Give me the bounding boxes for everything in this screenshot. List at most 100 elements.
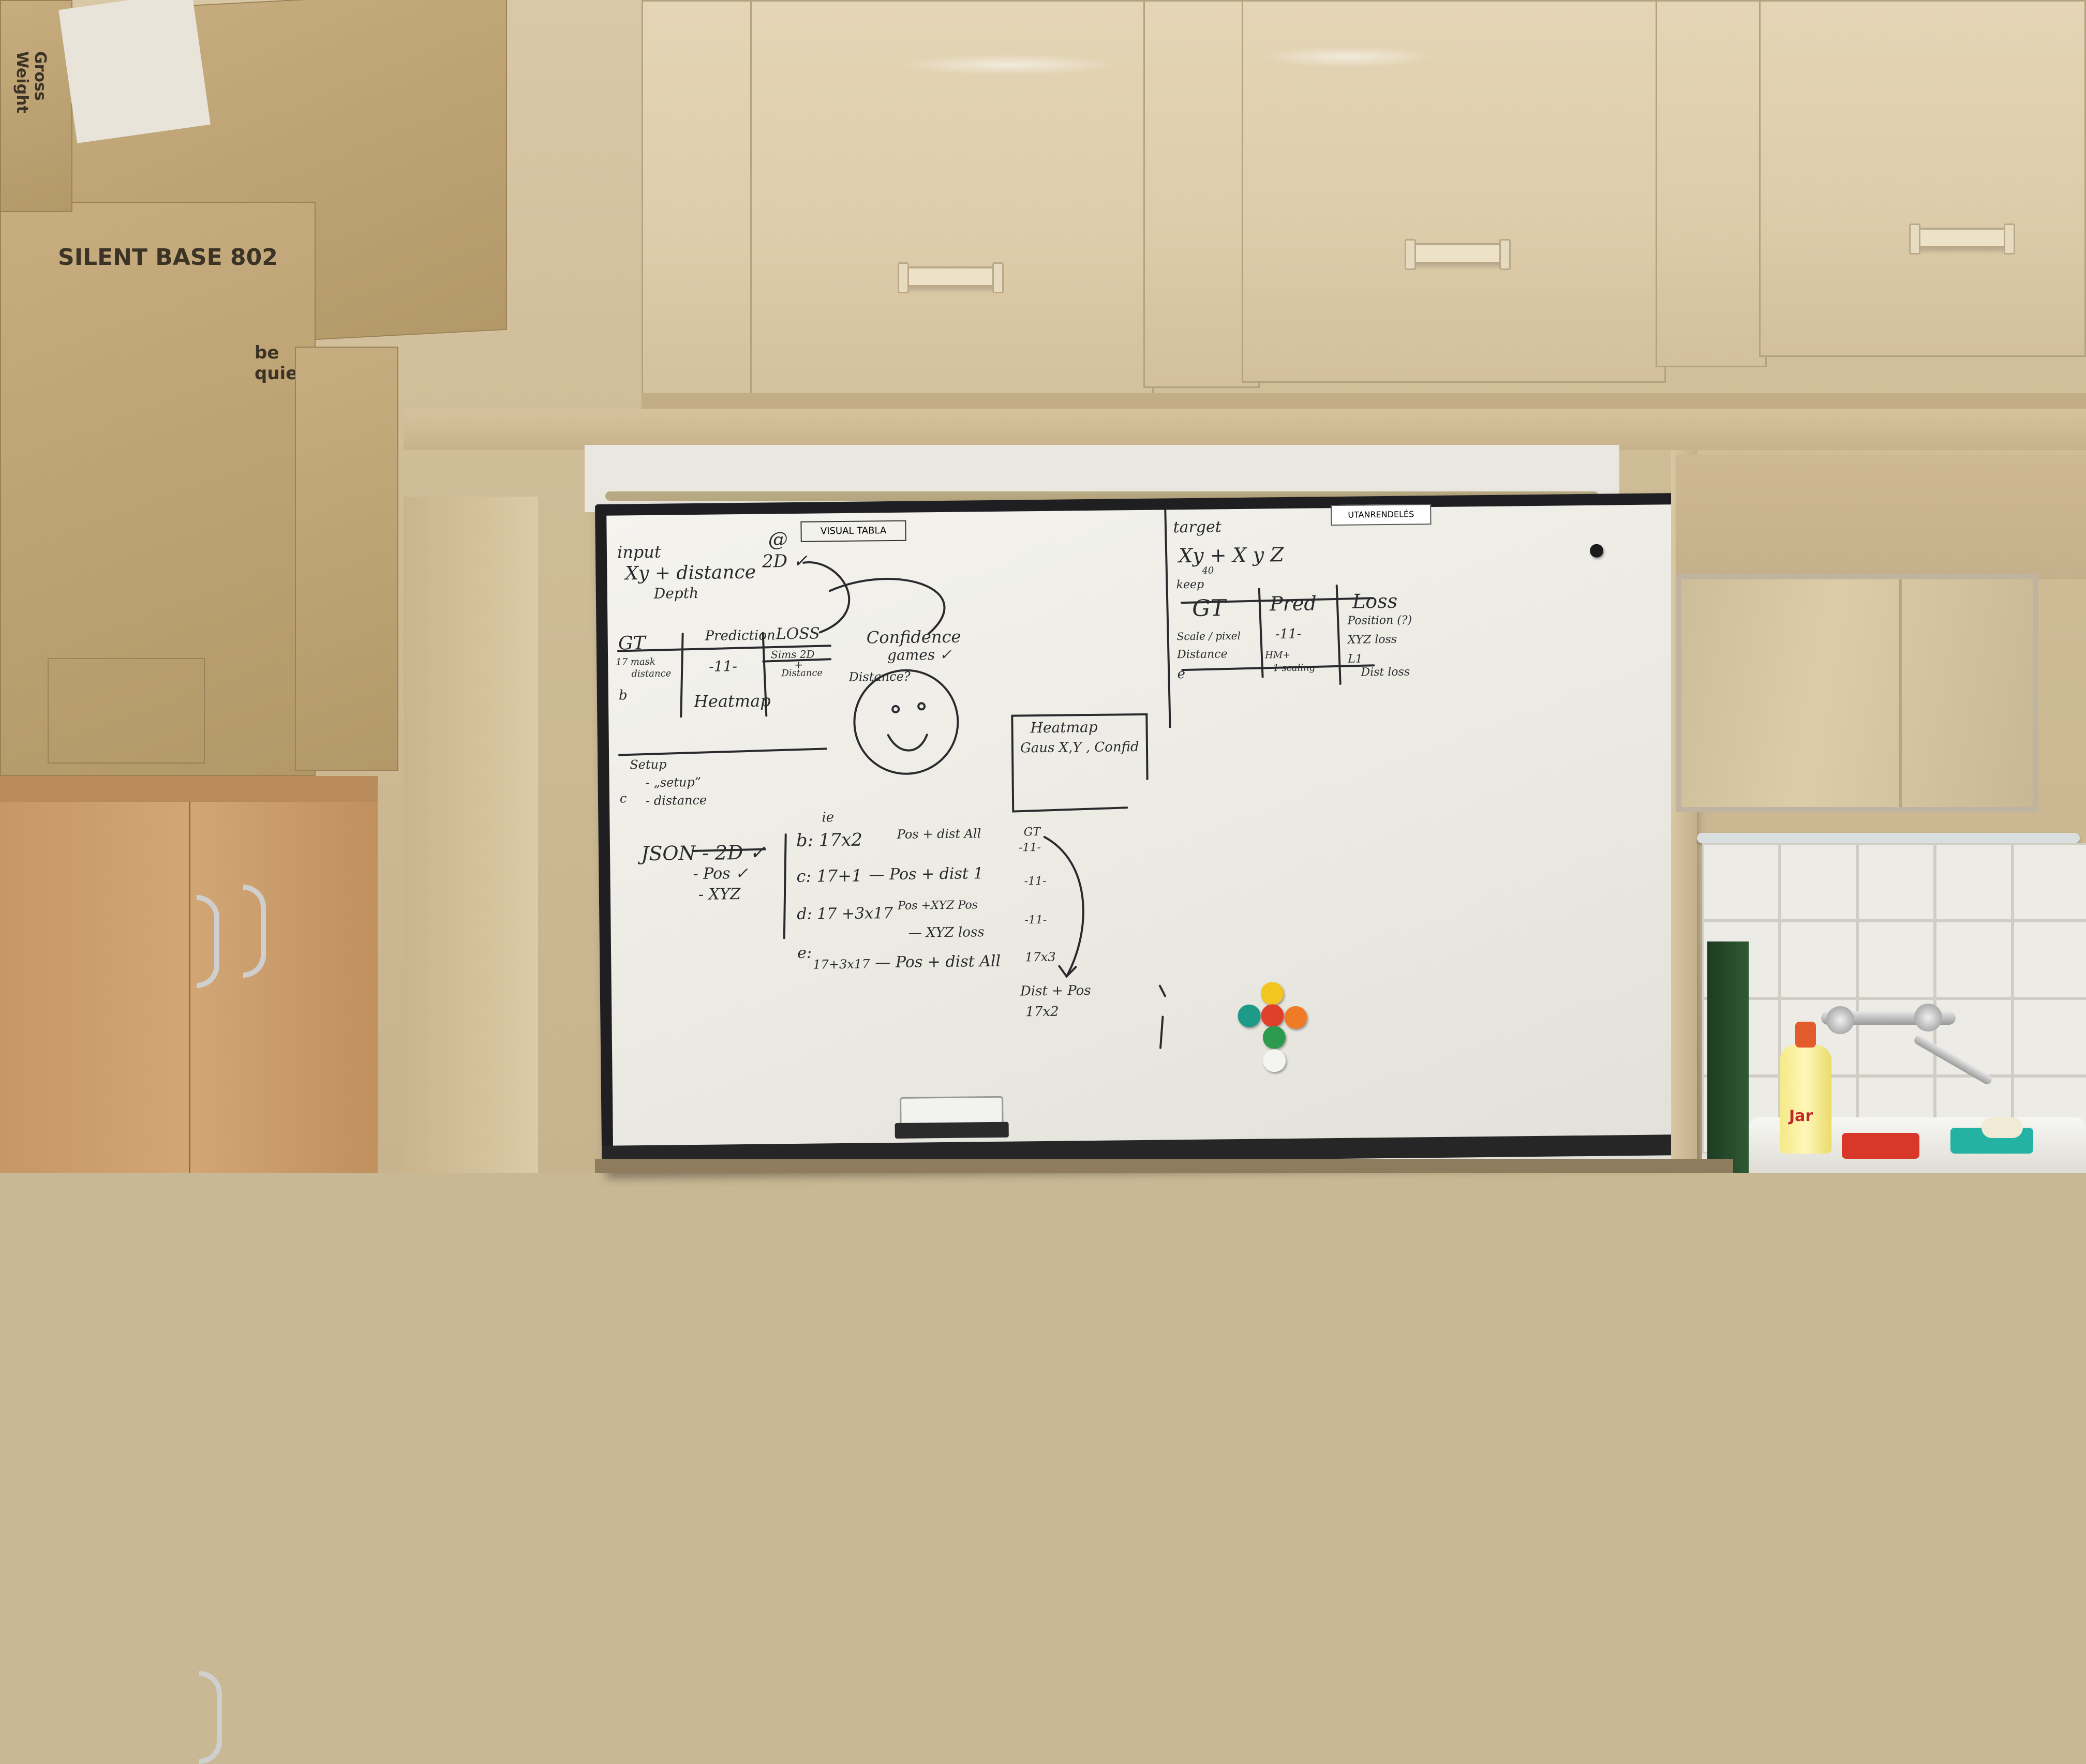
sponge-red	[1842, 1133, 1919, 1159]
t1-cell-sims: Sims 2D	[770, 648, 815, 661]
tile	[2013, 843, 2086, 921]
note-xyz-sub: 40	[1202, 565, 1214, 576]
note-target: target	[1173, 518, 1222, 537]
t2-header-gt: GT	[1191, 595, 1226, 622]
row-e-desc: — Pos + dist All	[875, 952, 1001, 972]
white-box	[58, 0, 211, 143]
t1-heatmap: Heatmap	[693, 691, 771, 712]
gt-row-5: Dist + Pos	[1020, 983, 1091, 999]
magnet-black[interactable]	[1589, 544, 1604, 558]
row-e: e:	[797, 944, 812, 962]
bottle-label: Jar	[1789, 1107, 1813, 1125]
t1-cell-distance: Distance	[781, 667, 823, 679]
cardboard-box	[295, 347, 398, 771]
note-setup-distance: - distance	[645, 793, 707, 809]
cabinet-door	[1656, 0, 1767, 367]
t2-row2-gt: Distance	[1176, 648, 1228, 662]
cabinet-handle[interactable]	[243, 885, 266, 978]
note-games: games ✓	[887, 646, 952, 664]
tile	[1935, 921, 2013, 998]
box-label: Gross Weight	[13, 51, 49, 113]
t2-row2-distloss: Dist loss	[1361, 665, 1410, 679]
note-ie: ie	[822, 810, 835, 826]
magnet-white[interactable]	[1263, 1049, 1286, 1072]
mirror-reflection-edge	[1899, 579, 1902, 807]
tile	[1935, 843, 2013, 921]
note-confidence: Confidence	[866, 626, 961, 648]
t2-header-loss: Loss	[1352, 589, 1398, 613]
heatmap-box-gaus: Gaus X,Y , Confid	[1020, 739, 1139, 756]
ink-strokes	[617, 504, 1375, 1049]
note-json: JSON - 2D ✓	[640, 841, 766, 865]
gt-label: GT	[1023, 826, 1041, 839]
tile	[1702, 843, 1780, 921]
tile	[1935, 998, 2013, 1076]
t2-row2-scaling: 1 scaling	[1273, 662, 1316, 674]
magnet-teal[interactable]	[1238, 1004, 1261, 1028]
shelf-ledge	[404, 409, 2086, 450]
tile	[2013, 998, 2086, 1076]
cabinet-door	[1143, 0, 1260, 388]
t2-e: e	[1177, 666, 1186, 682]
cabinet-handle[interactable]	[199, 1671, 222, 1764]
tile	[1780, 843, 1857, 921]
gt-row-2: -11-	[1024, 874, 1047, 888]
floor-edge	[595, 1159, 1733, 1173]
t2-row1-loss2: XYZ loss	[1347, 633, 1397, 647]
green-towel	[1707, 941, 1749, 1173]
note-xyz: Xy + X y Z	[1178, 543, 1284, 567]
eraser-base	[895, 1122, 1009, 1139]
soap-bar	[1981, 1117, 2023, 1138]
magnet-red[interactable]	[1261, 1004, 1284, 1027]
t2-row1-pred: -11-	[1275, 626, 1302, 642]
magnet-orange[interactable]	[1284, 1006, 1307, 1029]
t1-row-mask: 17 mask	[616, 656, 655, 668]
t1-header-prediction: Prediction	[705, 627, 776, 644]
t1-cell-same: -11-	[709, 657, 738, 675]
row-d: d: 17 +3x17	[797, 904, 893, 923]
row-b-desc: Pos + dist All	[897, 826, 981, 842]
faucet-handle-left[interactable]	[1826, 1006, 1854, 1034]
t2-header-pred: Pred	[1269, 592, 1317, 616]
whiteboard: VISUAL TABLA UTANRENDELÉS input Xy + dis…	[595, 492, 1696, 1173]
cardboard-box: SILENT BASE 802 be quiet!	[0, 202, 316, 776]
t2-row1-loss: Position (?)	[1347, 614, 1412, 627]
cabinet-handle	[1909, 223, 2015, 255]
recess-top	[1676, 455, 2086, 579]
t1-header-gt: GT	[618, 632, 646, 654]
tile	[1857, 843, 1935, 921]
wall-pillar	[404, 497, 538, 1173]
t1-b: b	[618, 687, 628, 704]
gt-row-1: -11-	[1018, 841, 1041, 855]
gt-row-3: -11-	[1024, 913, 1047, 927]
row-b: b: 17x2	[796, 829, 863, 851]
wooden-cabinet	[0, 776, 378, 1764]
cabinet-door	[642, 0, 753, 409]
tile	[2013, 921, 2086, 998]
t1-row-distance: distance	[631, 668, 672, 680]
row-c: c: 17+1	[796, 865, 862, 886]
note-json-pos: - Pos ✓	[693, 864, 749, 884]
light-glare	[900, 54, 1118, 75]
cabinet-handle	[898, 262, 1004, 293]
t2-row1-gt: Scale / pixel	[1176, 629, 1241, 643]
tile	[1857, 921, 1935, 998]
magnet-yellow[interactable]	[1260, 982, 1284, 1005]
box-label: SILENT BASE 802	[58, 244, 278, 271]
glass-shelf	[1697, 833, 2080, 843]
note-setup: Setup	[630, 757, 667, 772]
detergent-bottle: Jar	[1780, 1022, 1831, 1154]
box-diagram	[48, 658, 205, 764]
cabinet-top	[0, 776, 378, 802]
row-d-desc: Pos +XYZ Pos	[898, 899, 978, 913]
row-c-desc: — Pos + dist 1	[869, 864, 984, 884]
faucet-handle-right[interactable]	[1914, 1004, 1942, 1032]
heatmap-box-title: Heatmap	[1030, 718, 1098, 737]
cabinet-door	[1759, 0, 2086, 357]
note-setup-quote: - „setup”	[645, 774, 702, 790]
note-json-xyz: - XYZ	[698, 885, 741, 904]
cabinet-seam	[189, 802, 190, 1173]
t1-header-loss: LOSS	[776, 624, 820, 644]
magnet-green[interactable]	[1262, 1026, 1286, 1049]
cabinet-handle[interactable]	[197, 895, 219, 988]
